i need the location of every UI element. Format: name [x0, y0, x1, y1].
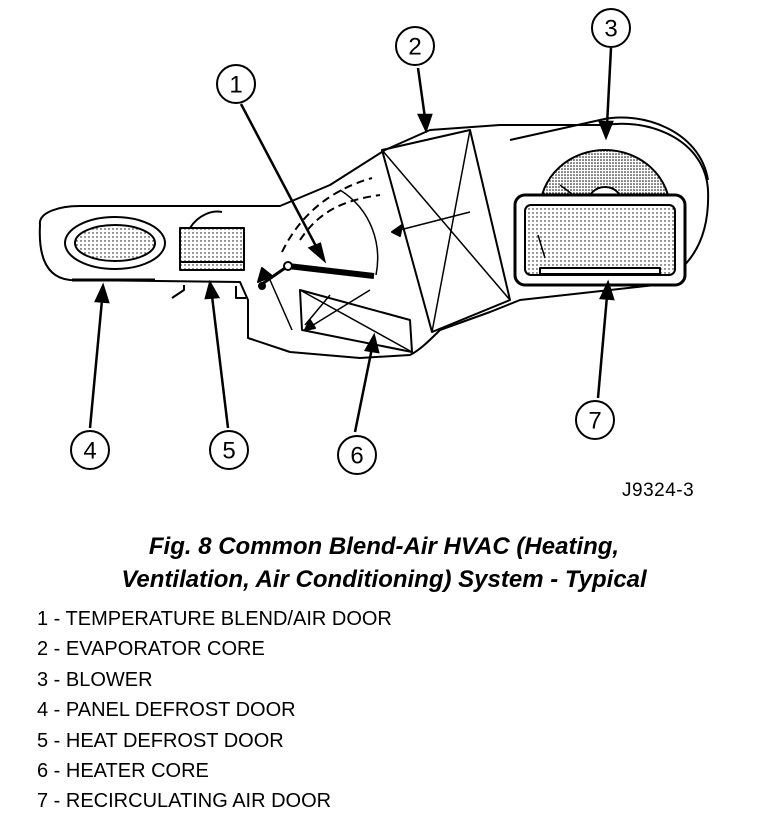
legend-item-1: 1 - TEMPERATURE BLEND/AIR DOOR [37, 608, 392, 630]
panel-outlet [64, 216, 166, 270]
callout-5-circle [209, 430, 249, 470]
callout-7-label: 7 [588, 408, 601, 435]
callout-3-label: 3 [604, 16, 617, 43]
callout-1-circle [216, 64, 256, 104]
figure-caption: Fig. 8 Common Blend-Air HVAC (Heating, V… [0, 530, 768, 596]
hvac-diagram: 1 2 3 4 5 6 7 [38, 8, 710, 475]
legend-item-2: 2 - EVAPORATOR CORE [37, 638, 265, 661]
figure-code: J9324-3 [622, 480, 695, 501]
left-duct-housing [38, 122, 710, 359]
callout-5-label: 5 [222, 438, 235, 465]
legend-item-3: 3 - BLOWER [37, 668, 153, 691]
legend-item-4: 4 - PANEL DEFROST DOOR [37, 699, 296, 722]
callout-2-label: 2 [408, 34, 421, 61]
callout-2-circle [395, 26, 435, 66]
legend-item-7: 7 - RECIRCULATING AIR DOOR [37, 790, 332, 813]
blend-door [287, 263, 375, 279]
parts-legend: 1 - TEMPERATURE BLEND/AIR DOOR 2 - EVAPO… [37, 604, 392, 817]
callout-4-circle [70, 430, 110, 470]
defrost-door-box [179, 227, 245, 271]
callout-3-circle [591, 8, 631, 48]
callout-4-label: 4 [83, 438, 96, 465]
caption-line-2: Ventilation, Air Conditioning) System - … [121, 566, 647, 593]
callout-7-circle [575, 400, 615, 440]
legend-item-5: 5 - HEAT DEFROST DOOR [37, 729, 284, 752]
callout-1-label: 1 [229, 72, 242, 99]
callout-6-label: 6 [350, 443, 363, 470]
caption-line-1: Fig. 8 Common Blend-Air HVAC (Heating, [148, 533, 620, 560]
legend-item-6: 6 - HEATER CORE [37, 760, 209, 783]
callout-6-circle [337, 435, 377, 475]
panel-outlet-grille [74, 224, 156, 262]
